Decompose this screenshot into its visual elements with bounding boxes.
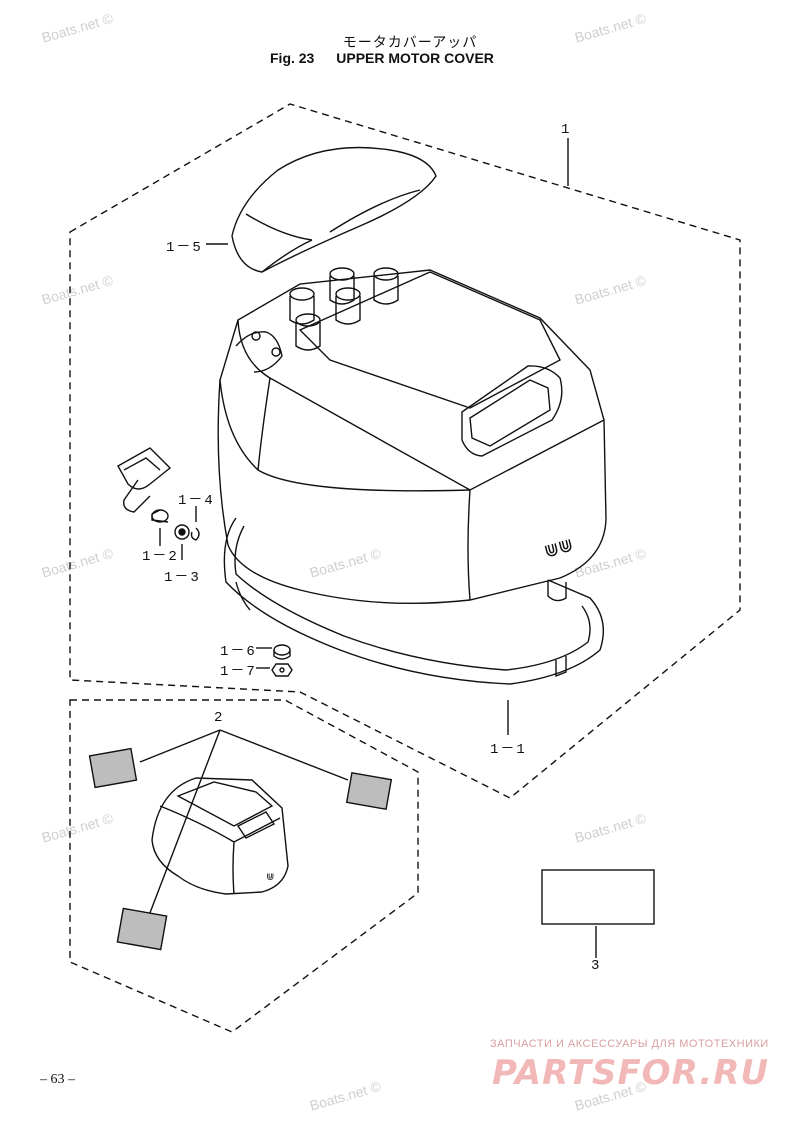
decal-right (345, 771, 393, 811)
decal-left (88, 747, 138, 789)
upper-cover-part (217, 269, 607, 605)
callout-1-1: 1－1 (490, 742, 527, 758)
cover-nozzles (289, 267, 399, 351)
callout-1-5: 1－5 (166, 240, 203, 256)
shop-logo: PARTSFOR.RU (492, 1053, 770, 1093)
figure-title-text: UPPER MOTOR COVER (336, 50, 494, 66)
callout-3: 3 (591, 958, 602, 974)
hinge-bracket-part (117, 447, 172, 523)
callout-2: 2 (214, 710, 225, 726)
assembly-boundary-1 (69, 103, 741, 799)
page-number: – 63 – (40, 1072, 75, 1087)
shop-tagline: ЗАПЧАСТИ И АКСЕССУАРЫ ДЛЯ МОТОТЕХНИКИ (490, 1038, 769, 1050)
top-cap-part (231, 146, 437, 273)
callout-1: 1 (561, 122, 572, 138)
title-japanese: モータカバーアッパ (342, 35, 478, 51)
callout-1-7: 1－7 (220, 664, 257, 680)
leader-2 (139, 729, 349, 919)
figure-number: Fig. 23 (270, 50, 315, 66)
clip-part (190, 527, 200, 541)
cover-emblem-mark: ⋓ (542, 539, 562, 563)
grommet-part (273, 644, 291, 660)
cover-seal-part (223, 517, 604, 735)
figure-title: Fig. 23 UPPER MOTOR COVER (270, 50, 570, 66)
nut-part (271, 663, 293, 677)
washer-part (174, 524, 190, 540)
callout-1-4: 1－4 (178, 493, 215, 509)
callout-1-3: 1－3 (164, 570, 201, 586)
decal-cover-illustration (151, 777, 289, 895)
decal-cover-emblem-mark: ⋓ (266, 872, 274, 883)
callout-1-2: 1－2 (142, 549, 179, 565)
item-3-box (541, 869, 655, 925)
cover-emblem-mark: ⋓ (556, 535, 576, 559)
callout-1-6: 1－6 (220, 644, 257, 660)
decal-bottom (116, 907, 168, 951)
